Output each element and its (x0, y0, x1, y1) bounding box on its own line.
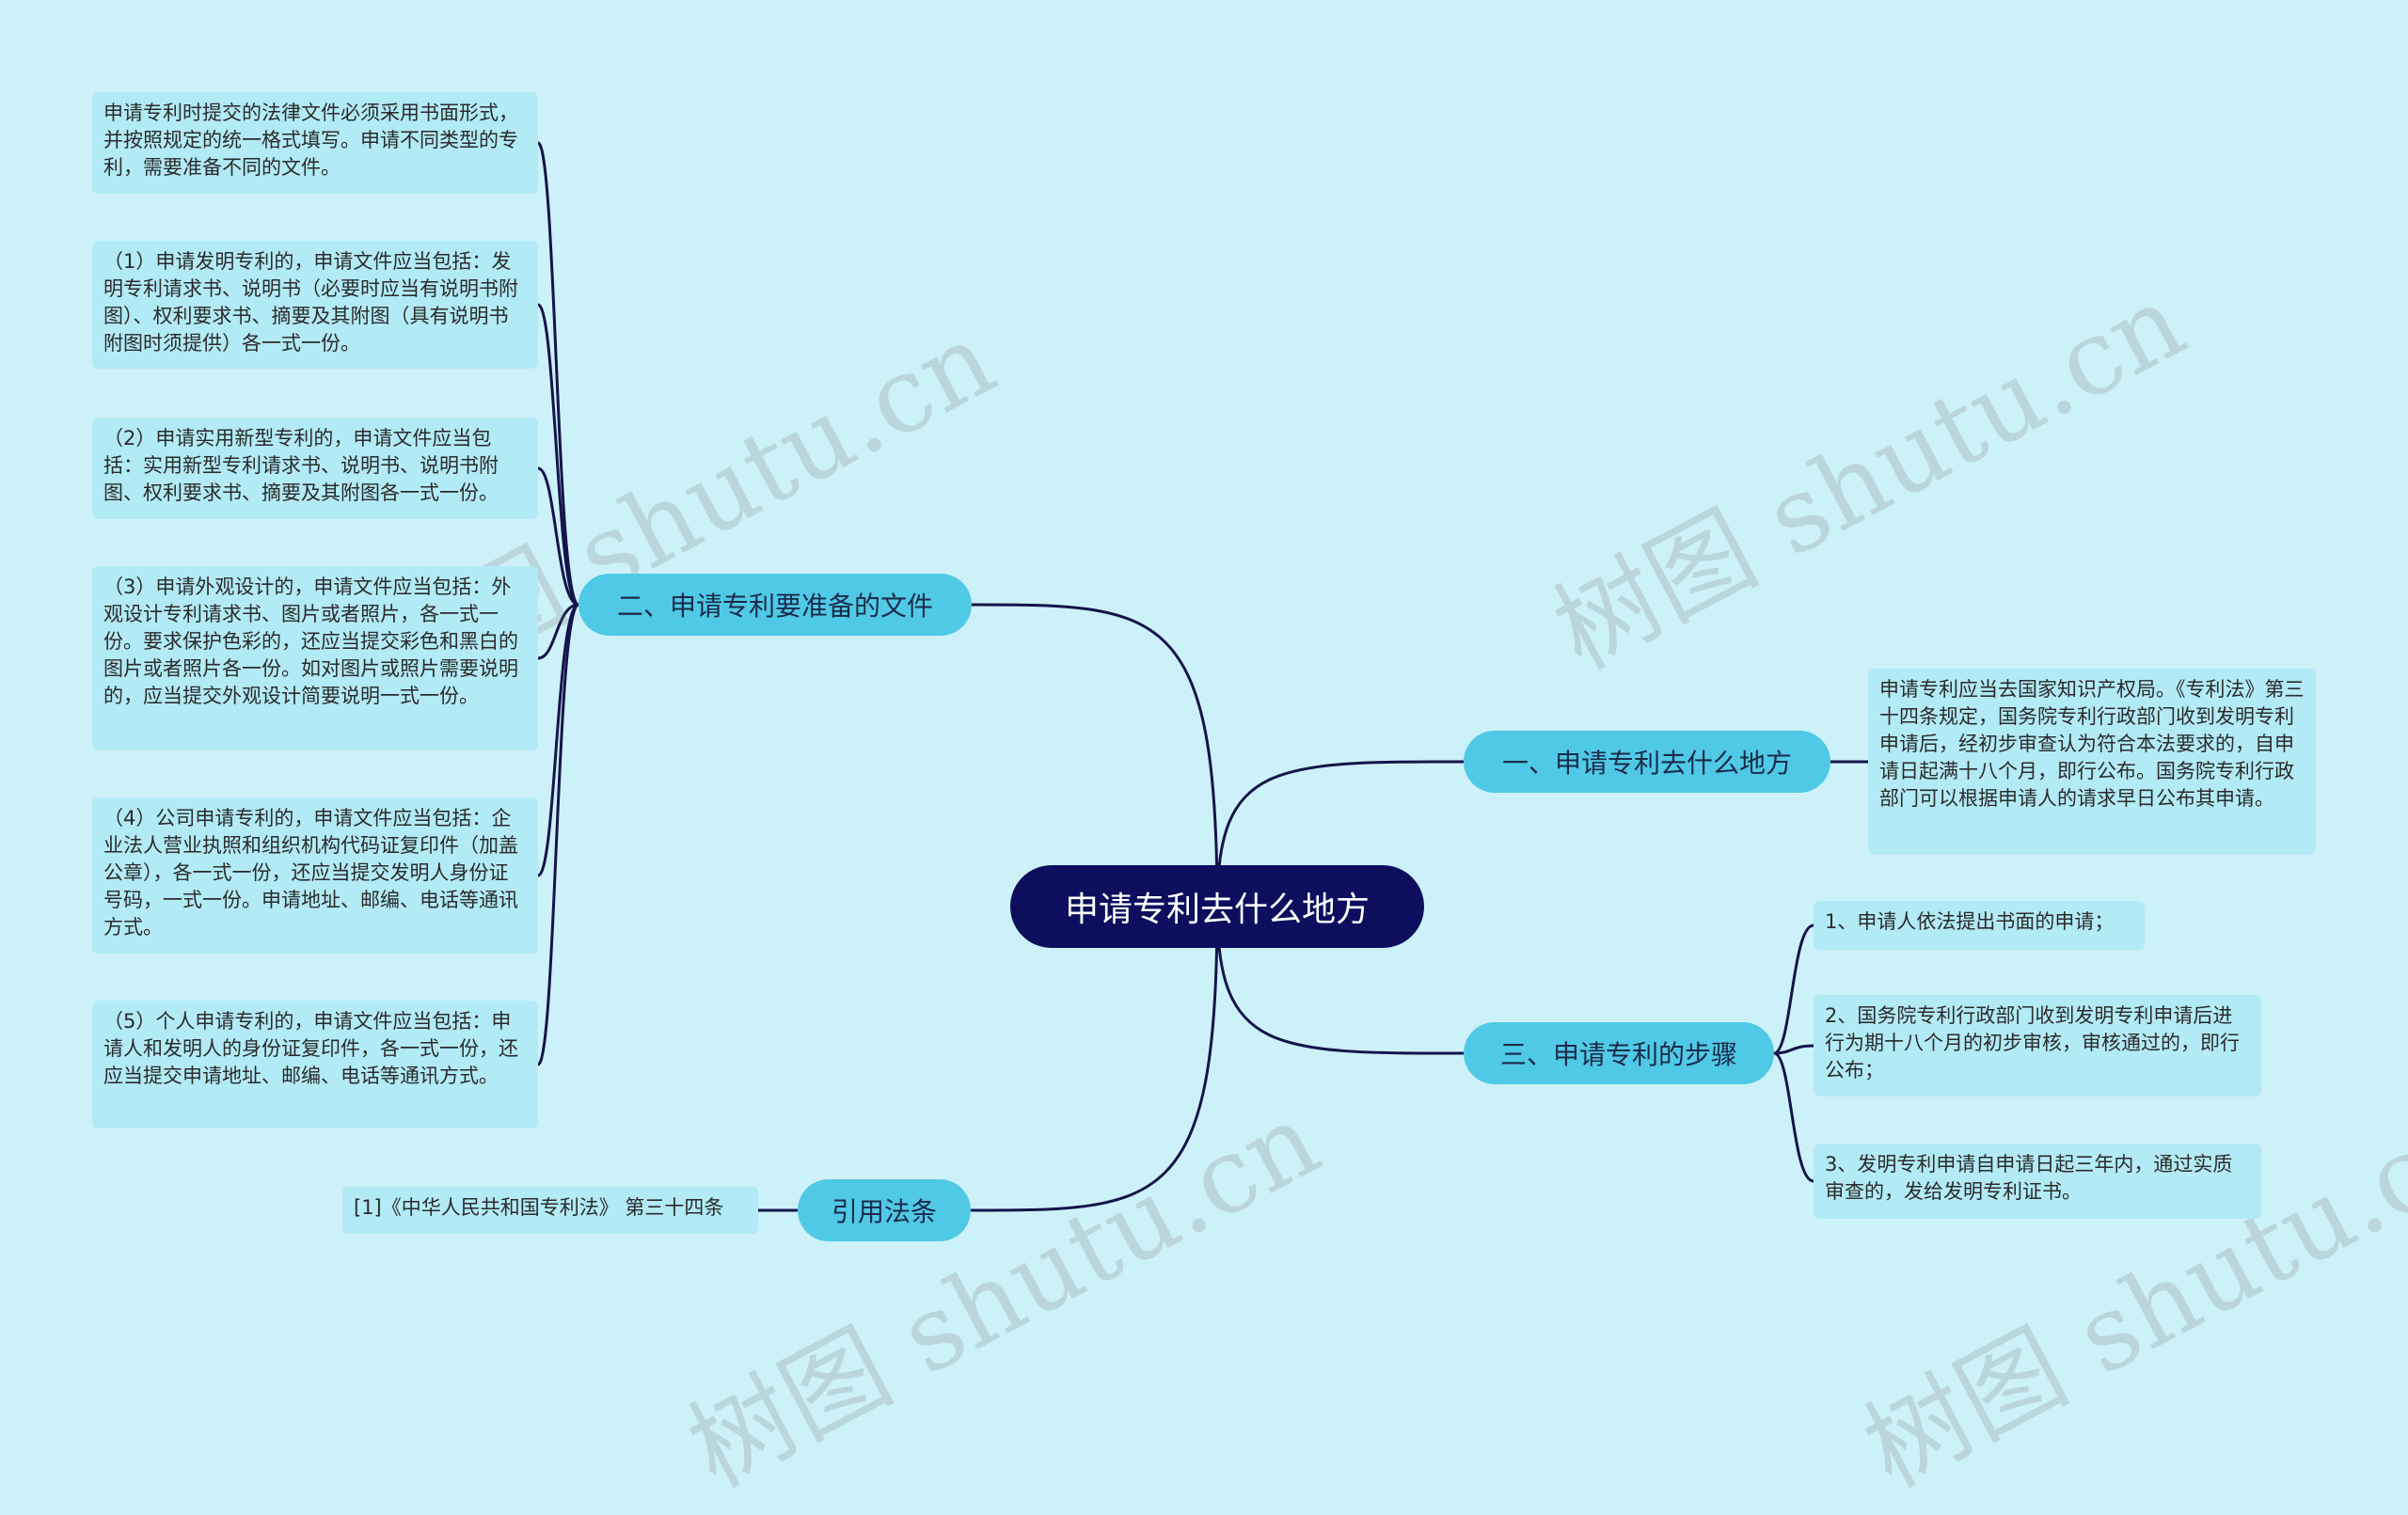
connector-b3-l3-1 (1773, 1044, 1814, 1055)
leaf-company-application-documents[interactable]: （4）公司申请专利的，申请文件应当包括：企业法人营业执照和组织机构代码证复印件（… (92, 797, 538, 954)
connector-root-b1 (1215, 760, 1465, 907)
leaf-documents-intro[interactable]: 申请专利时提交的法律文件必须采用书面形式，并按照规定的统一格式填写。申请不同类型… (92, 92, 538, 194)
connector-b2-l2-1 (536, 303, 579, 607)
topic-required-documents[interactable]: 二、申请专利要准备的文件 (578, 574, 972, 636)
leaf-utility-model-documents[interactable]: （2）申请实用新型专利的，申请文件应当包括：实用新型专利请求书、说明书、说明书附… (92, 418, 538, 519)
connector-b3-l3-0 (1773, 923, 1814, 1055)
topic-application-steps[interactable]: 三、申请专利的步骤 (1464, 1022, 1774, 1084)
connector-root-b4 (970, 906, 1219, 1212)
leaf-design-patent-documents[interactable]: （3）申请外观设计的，申请文件应当包括：外观设计专利请求书、图片或者照片，各一式… (92, 566, 538, 750)
connector-b2-l2-0 (536, 141, 580, 607)
connector-b2-l2-5 (536, 603, 580, 1066)
topic-where-to-apply[interactable]: 一、申请专利去什么地方 (1464, 731, 1830, 793)
connector-root-b3 (1215, 906, 1465, 1055)
connector-b2-l2-4 (536, 603, 579, 877)
connector-b2-l2-2 (537, 466, 579, 607)
leaf-step-2[interactable]: 2、国务院专利行政部门收到发明专利申请后进行为期十八个月的初步审核，审核通过的，… (1814, 995, 2261, 1097)
connector-root-b2 (971, 603, 1219, 907)
connector-b2-l2-3 (537, 603, 579, 660)
mind-map-canvas: 树图 shutu.cn 树图 shutu.cn 树图 shutu.cn 树图 s… (92, 92, 2408, 1510)
leaf-invention-patent-documents[interactable]: （1）申请发明专利的，申请文件应当包括：发明专利请求书、说明书（必要时应当有说明… (92, 241, 538, 369)
leaf-step-3[interactable]: 3、发明专利申请自申请日起三年内，通过实质审查的，发给发明专利证书。 (1814, 1144, 2261, 1219)
topic-cited-law[interactable]: 引用法条 (798, 1179, 971, 1241)
connector-lines (536, 141, 1868, 1212)
root-topic[interactable]: 申请专利去什么地方 (1010, 865, 1424, 948)
leaf-where-to-apply[interactable]: 申请专利应当去国家知识产权局。《专利法》第三十四条规定，国务院专利行政部门收到发… (1868, 669, 2316, 855)
connector-b3-l3-2 (1773, 1051, 1814, 1183)
leaf-patent-law-article-34[interactable]: [1]《中华人民共和国专利法》 第三十四条 (342, 1187, 758, 1234)
leaf-individual-application-documents[interactable]: （5）个人申请专利的，申请文件应当包括：申请人和发明人的身份证复印件，各一式一份… (92, 1001, 538, 1128)
leaf-step-1[interactable]: 1、申请人依法提出书面的申请； (1814, 901, 2145, 950)
